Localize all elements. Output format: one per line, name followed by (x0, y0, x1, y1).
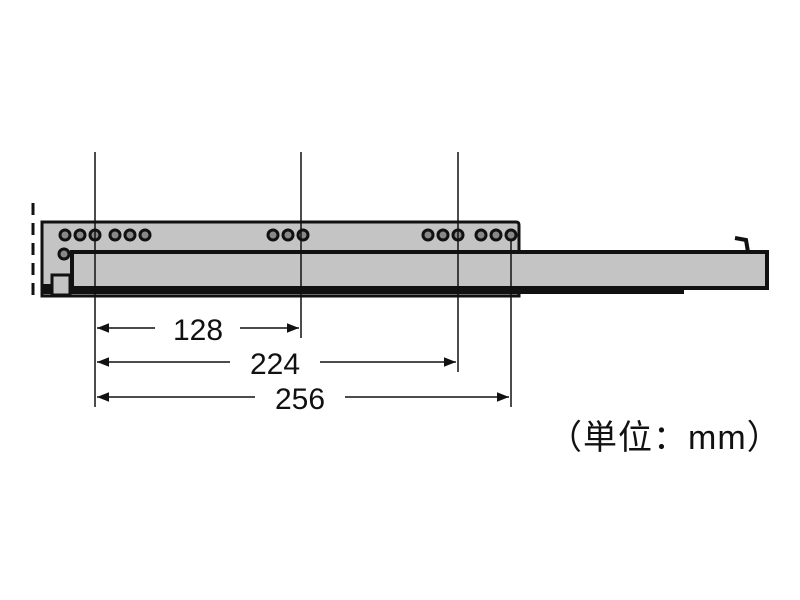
dimension-label: 128 (173, 314, 223, 347)
dimension-256: 256 (97, 383, 509, 416)
dimension-label: 256 (275, 383, 325, 416)
rail-end-block (50, 273, 72, 297)
extension-lines (94, 152, 512, 407)
unit-note: （単位：mm） (548, 419, 782, 457)
dimension-128: 128 (97, 314, 299, 347)
dimension-label: 224 (250, 348, 300, 381)
rear-hook (734, 236, 750, 253)
drawer-rail (70, 250, 769, 290)
dimension-224: 224 (97, 348, 456, 381)
